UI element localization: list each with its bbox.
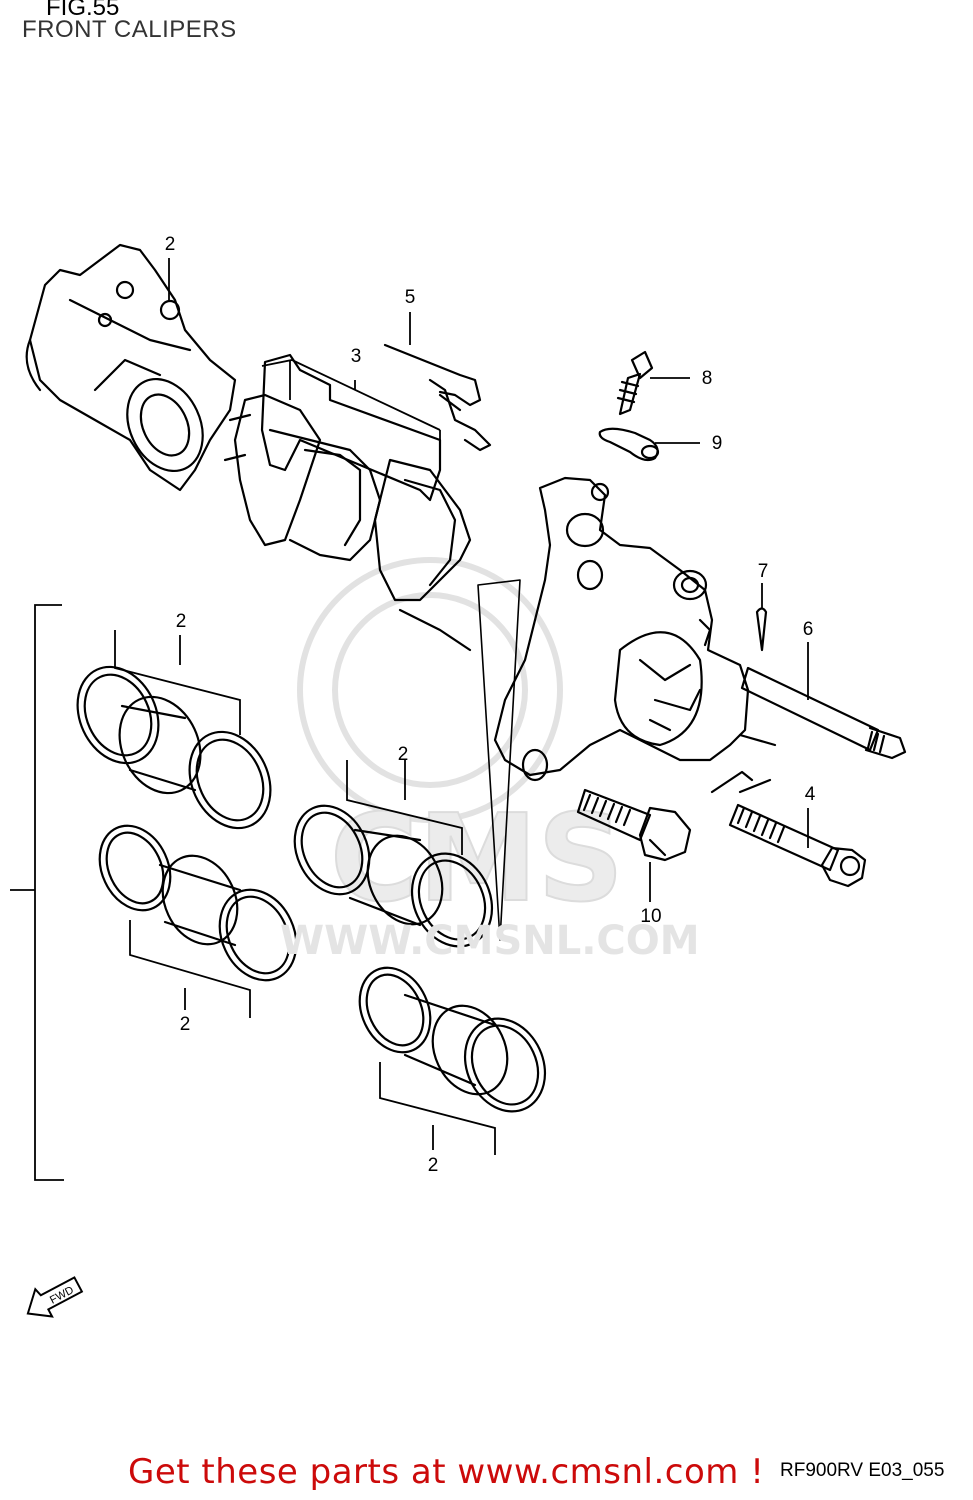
forward-arrow-icon: FWD	[26, 1276, 84, 1318]
pad-mounting-pin	[740, 666, 907, 760]
part-label[interactable]: 7	[757, 561, 769, 582]
leader-lines	[10, 258, 809, 1181]
part-label[interactable]: 9	[711, 433, 723, 454]
part-label[interactable]: 10	[640, 906, 662, 927]
part-label[interactable]: 2	[164, 234, 176, 255]
caliper-bolt	[728, 803, 867, 888]
bleeder-screw	[616, 350, 654, 416]
caliper-body-inner	[493, 476, 777, 794]
part-label[interactable]: 6	[802, 619, 814, 640]
brake-pads	[223, 353, 472, 652]
figure-number: FIG.55	[46, 0, 120, 21]
piston-seal-set-1	[76, 665, 272, 830]
piston-seal-set-4	[358, 966, 547, 1113]
pad-spring	[383, 343, 492, 452]
caliper-mounting-bolt	[576, 788, 692, 862]
watermark-logo: CMS	[297, 557, 625, 930]
cta-link[interactable]: Get these parts at www.cmsnl.com !	[128, 1452, 765, 1492]
bleeder-cap	[598, 427, 660, 462]
part-label[interactable]: 2	[427, 1155, 439, 1176]
part-label[interactable]: 3	[350, 346, 362, 367]
clip-pin	[755, 607, 768, 652]
part-label[interactable]: 2	[397, 744, 409, 765]
part-label[interactable]: 8	[701, 368, 713, 389]
caliper-half-outer	[25, 243, 237, 492]
part-label[interactable]: 2	[179, 1014, 191, 1035]
part-label[interactable]: 2	[175, 611, 187, 632]
part-label[interactable]: 5	[404, 287, 416, 308]
piston-seal-set-3	[293, 804, 494, 948]
model-code: RF900RV E03_055	[780, 1460, 945, 1481]
piston-seal-set-2	[98, 824, 298, 982]
part-label[interactable]: 4	[804, 784, 816, 805]
figure-title: FRONT CALIPERS	[22, 16, 237, 43]
assembly-guide	[477, 579, 521, 941]
watermark-site: WWW.CMSNL.COM	[280, 918, 700, 964]
